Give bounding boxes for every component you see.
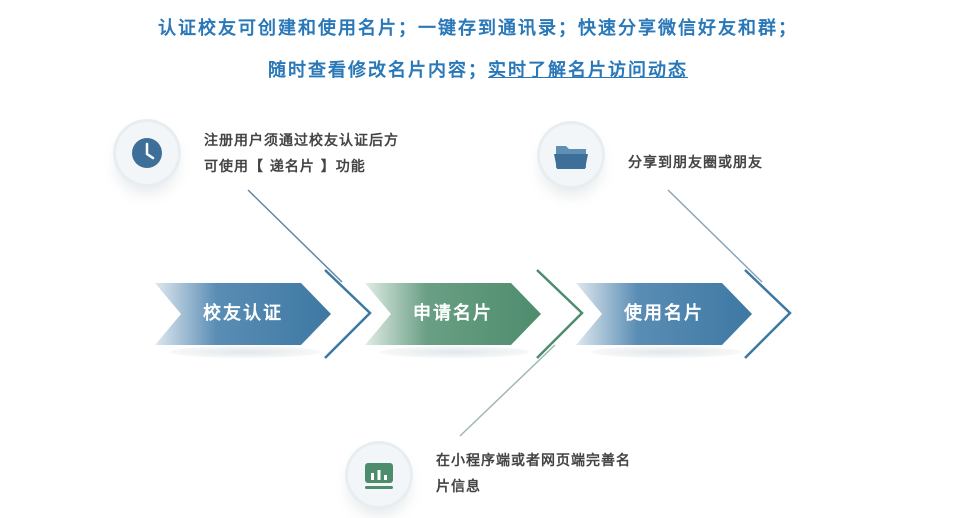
dashboard-icon-badge xyxy=(348,444,410,506)
step-label-apply[interactable]: 申请名片 xyxy=(413,303,493,324)
arrow-shape xyxy=(365,283,541,345)
step1-note-line2: 可使用【 递名片 】功能 xyxy=(204,159,366,175)
step1-note: 注册用户须通过校友认证后方 可使用【 递名片 】功能 xyxy=(204,128,399,180)
step-arrow-use[interactable]: 使用名片 xyxy=(576,283,752,345)
headline-line-2: 随时查看修改名片内容；实时了解名片访问动态 xyxy=(0,56,956,82)
dashboard-icon xyxy=(365,463,393,489)
clock-icon xyxy=(132,138,162,168)
folder-icon xyxy=(554,146,588,169)
step2-note-line1: 在小程序端或者网页端完善名 xyxy=(436,453,631,469)
step-arrow-apply[interactable]: 申请名片 xyxy=(365,283,541,345)
arrow-shape xyxy=(576,283,752,345)
step-label-use[interactable]: 使用名片 xyxy=(624,303,704,324)
arrow-shadow xyxy=(170,346,320,358)
arrow-shadow xyxy=(591,346,741,358)
headline-line-1: 认证校友可创建和使用名片；一键存到通讯录；快速分享微信好友和群； xyxy=(158,18,798,39)
access-dynamics-link[interactable]: 实时了解名片访问动态 xyxy=(488,60,688,81)
step-label-verify[interactable]: 校友认证 xyxy=(203,303,283,324)
step2-note-line2: 片信息 xyxy=(436,479,481,495)
folder-icon-badge xyxy=(540,124,602,186)
step-arrow-verify[interactable]: 校友认证 xyxy=(155,283,331,345)
step1-note-line1: 注册用户须通过校友认证后方 xyxy=(204,133,399,149)
arrow-shadow xyxy=(380,346,530,358)
clock-icon-badge xyxy=(116,122,178,184)
step3-note: 分享到朋友圈或朋友 xyxy=(628,155,763,171)
arrow-shape xyxy=(155,283,331,345)
step2-note: 在小程序端或者网页端完善名 片信息 xyxy=(436,448,631,500)
headline-line-2-prefix: 随时查看修改名片内容； xyxy=(268,60,488,81)
